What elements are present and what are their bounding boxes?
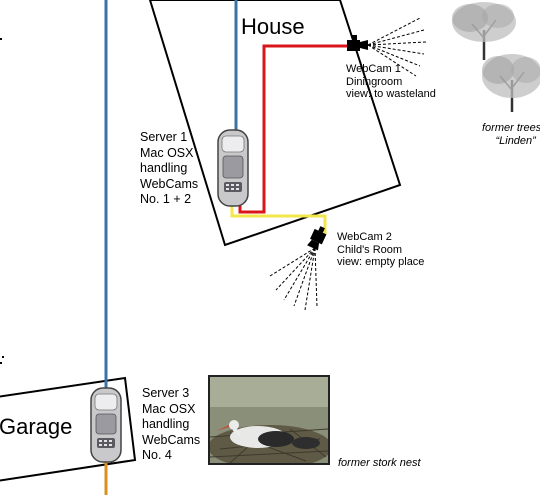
edge-dots — [0, 38, 4, 364]
server-3-label: Server 3 Mac OSX handling WebCams No. 4 — [142, 386, 200, 464]
server-1-label-line: Server 1 — [140, 130, 188, 144]
stork-nest-image — [210, 377, 328, 463]
server-3-label-line: WebCams — [142, 432, 201, 447]
tree-icon — [452, 2, 516, 60]
webcam-1-label-line: WebCam 1 — [346, 63, 401, 75]
webcam-2-icon — [307, 226, 327, 251]
garage-title: Garage — [0, 414, 73, 439]
server-1-icon — [217, 129, 249, 207]
server-3-label-line: Server 3 — [142, 386, 190, 400]
garage-outline — [0, 376, 137, 482]
server-3-icon — [90, 387, 122, 463]
house-title: House — [241, 14, 305, 39]
webcam-1-label-line: Diningroom — [346, 75, 403, 88]
trees-caption-line: former trees — [482, 122, 540, 134]
red-cable — [238, 44, 350, 214]
webcam-1-label-line: view: to wasteland — [346, 88, 436, 100]
webcam-1-view-cone — [367, 17, 427, 77]
yellow-cable — [230, 200, 327, 234]
server-3-label-line: No. 4 — [142, 448, 172, 462]
stork-nest-caption: former stork nest — [338, 457, 421, 469]
tree-icon — [482, 54, 540, 112]
server-3-label-line: handling — [142, 417, 190, 431]
trees-caption: former trees “Linden” — [482, 122, 540, 147]
server-1-label-line: No. 1 + 2 — [140, 192, 192, 206]
house-outline — [148, 0, 402, 247]
server-1-label: Server 1 Mac OSX handling WebCams No. 1 … — [140, 130, 198, 208]
webcam-2-label-line: WebCam 2 — [337, 231, 392, 243]
webcam-1-icon — [347, 35, 368, 51]
server-3-label-line: Mac OSX — [142, 401, 196, 416]
webcam-2-label-line: view: empty place — [337, 256, 425, 268]
server-1-label-line: Mac OSX — [140, 145, 194, 160]
server-1-label-line: WebCams — [140, 176, 199, 191]
webcam-2-label-line: Child's Room — [337, 243, 403, 256]
webcam-1-label: WebCam 1 Diningroom view: to wasteland — [346, 63, 436, 101]
trees-caption-line: “Linden” — [495, 134, 536, 147]
stork-nest-photo — [208, 375, 330, 465]
webcam-2-label: WebCam 2 Child's Room view: empty place — [337, 231, 424, 269]
server-1-label-line: handling — [140, 161, 188, 175]
webcam-2-view-cone — [269, 247, 318, 311]
